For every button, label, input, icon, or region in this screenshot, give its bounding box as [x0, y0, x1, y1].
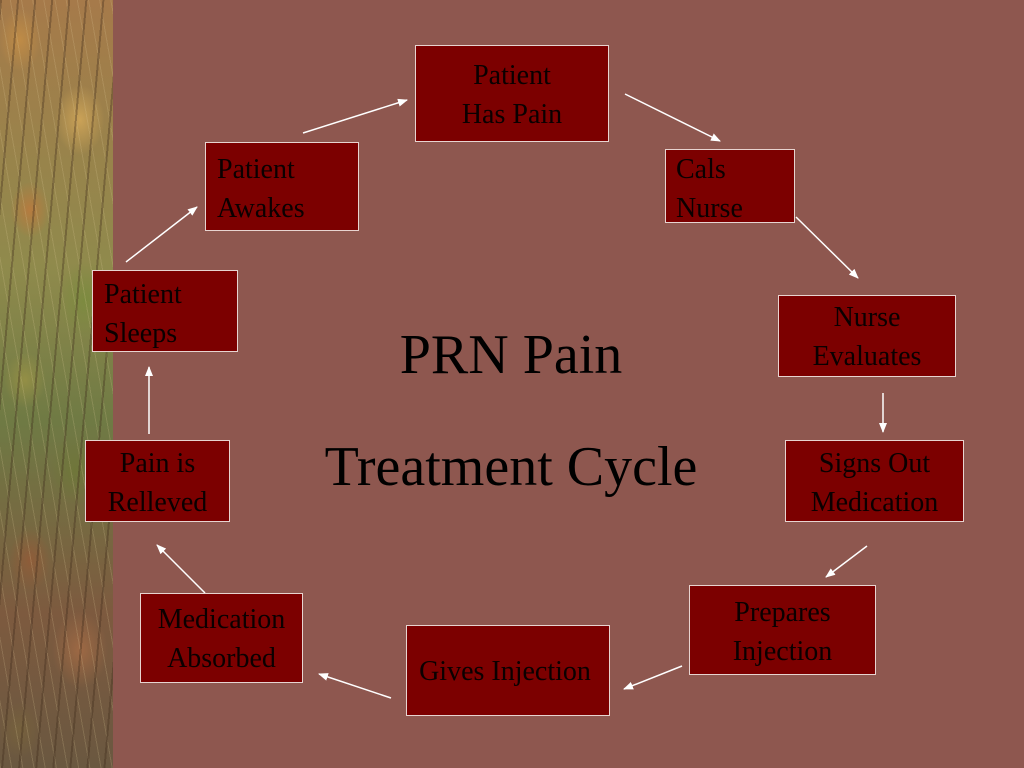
step-label-line2: Absorbed	[167, 643, 276, 674]
arrow-gives-injection-to-absorbed	[318, 673, 392, 699]
arrow-awakes-to-has-pain	[302, 98, 408, 134]
arrow-signs-out-to-prepares	[825, 545, 868, 578]
step-label-line1: Nurse	[833, 302, 901, 333]
step-label-line2: Relleved	[107, 487, 208, 518]
step-label-line2: Nurse	[676, 193, 743, 224]
step-label-line1: Patient	[217, 154, 295, 185]
step-label-line1: Pain is	[119, 448, 196, 479]
arrow-pain-to-calls-nurse	[624, 93, 721, 142]
step-patient-awakes: Patient Awakes	[205, 142, 359, 231]
step-prepares-injection: Prepares Injection	[689, 585, 876, 675]
step-label-line2: Has Pain	[461, 99, 563, 130]
step-label-line1: Signs Out	[818, 448, 931, 479]
autumn-trees-photo	[0, 0, 113, 768]
arrow-prepares-to-gives-injection	[623, 665, 683, 690]
arrow-sleeps-to-awakes	[125, 206, 198, 263]
diagram-title-line2: Treatment Cycle	[324, 436, 698, 498]
step-patient-sleeps: Patient Sleeps	[92, 270, 238, 352]
step-medication-absorbed: Medication Absorbed	[140, 593, 303, 683]
step-label-line1: Prepares	[734, 597, 831, 628]
step-label-line1: Patient	[473, 60, 551, 91]
arrow-absorbed-to-relieved	[156, 544, 206, 594]
step-gives-injection: Gives Injection	[406, 625, 610, 716]
step-label-line2: Sleeps	[104, 318, 178, 349]
diagram-title-line1: PRN Pain	[399, 324, 623, 386]
step-nurse-evaluates: Nurse Evaluates	[778, 295, 956, 377]
step-label-line1: Medication	[157, 604, 286, 635]
step-patient-has-pain: Patient Has Pain	[415, 45, 609, 142]
step-label-line2: Medication	[810, 487, 939, 518]
step-pain-relieved: Pain is Relleved	[85, 440, 230, 522]
step-signs-out-medication: Signs Out Medication	[785, 440, 964, 522]
step-label-line2: Awakes	[217, 193, 305, 224]
step-calls-nurse: Cals Nurse	[665, 149, 795, 224]
step-label-line2: Evaluates	[812, 341, 922, 372]
arrow-calls-nurse-to-evaluates	[795, 216, 859, 279]
step-label-line1: Gives Injection	[419, 656, 591, 687]
step-label-line1: Patient	[104, 279, 182, 310]
step-label-line1: Cals	[676, 154, 726, 185]
step-label-line2: Injection	[732, 636, 833, 667]
